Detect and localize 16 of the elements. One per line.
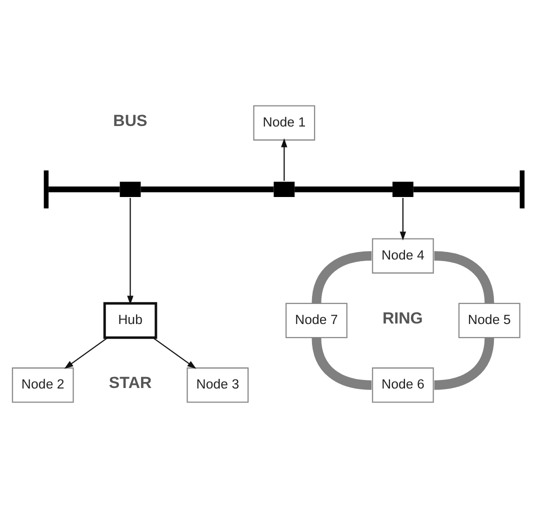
node-box: Hub: [103, 302, 158, 338]
node-box: Node 1: [253, 104, 316, 140]
node-box: Node 5: [458, 302, 520, 338]
node-box: Node 6: [372, 366, 434, 402]
node-box: Node 2: [12, 366, 74, 402]
node-box: Node 7: [286, 302, 348, 338]
arrow: [400, 197, 406, 240]
arrow: [64, 336, 108, 368]
node-box: Node 3: [186, 366, 249, 402]
label: BUS: [113, 111, 148, 130]
node-box: Node 4: [372, 238, 434, 274]
arrow: [152, 336, 196, 368]
label: RING: [382, 308, 423, 327]
label: STAR: [108, 374, 152, 392]
arrow: [281, 138, 288, 180]
arrow: [127, 197, 134, 304]
